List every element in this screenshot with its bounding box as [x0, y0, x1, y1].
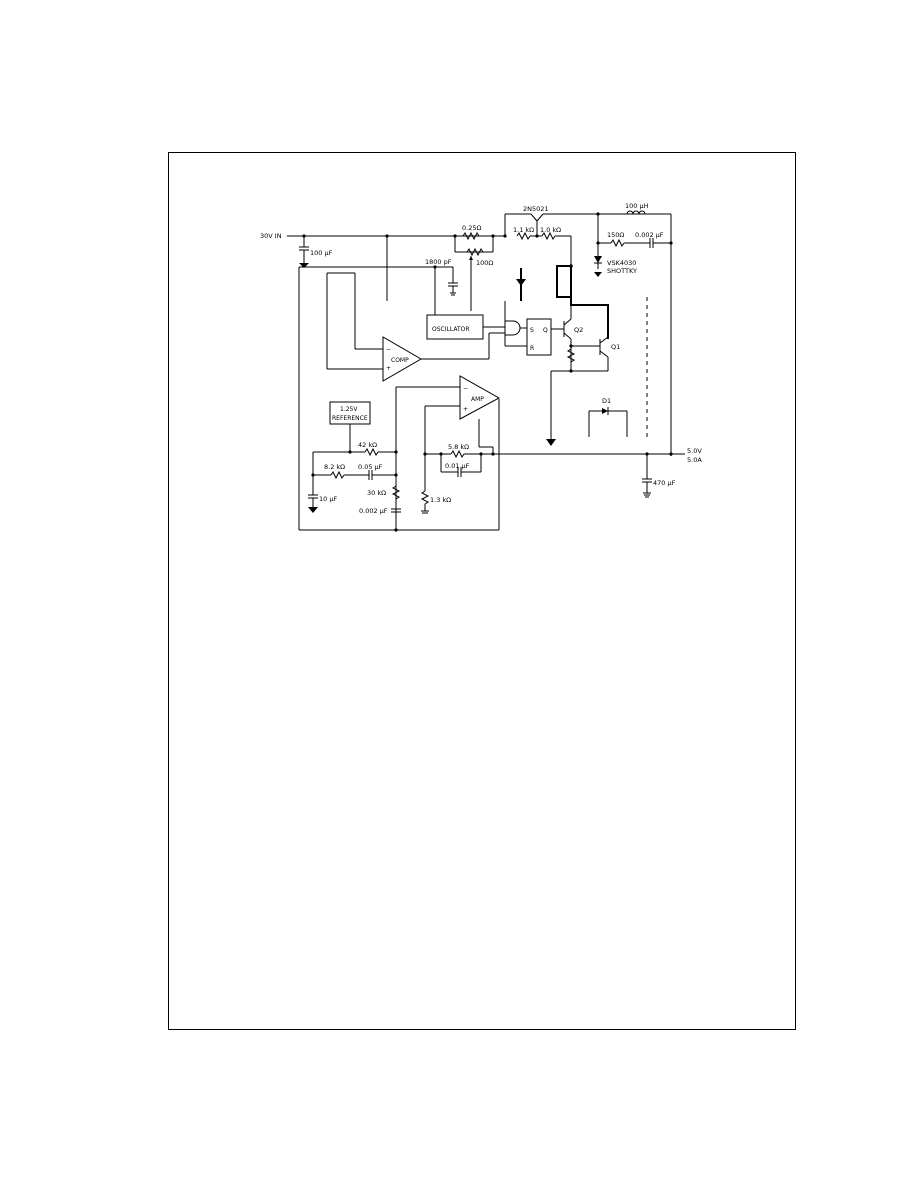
compensation-network: 8.2 kΩ 0.05 µF 30 kΩ 0.002 µF: [313, 452, 401, 532]
reference-divider: 42 kΩ: [311, 441, 398, 495]
c-comp2-label: 0.002 µF: [359, 507, 388, 515]
inductor: 100 µH: [625, 202, 672, 456]
r-ref-label: 42 kΩ: [358, 441, 377, 449]
q1-label: Q1: [611, 343, 620, 351]
r-snub-label: 150Ω: [607, 231, 624, 239]
input-rail: 30V IN: [260, 232, 507, 240]
c-in-label: 100 µF: [310, 249, 333, 257]
vout-label-2: 5.0A: [687, 456, 702, 464]
d1-diode: D1: [588, 397, 628, 437]
c-fb-label: 0.01 µF: [445, 462, 470, 470]
top-transistor: 2N5021 1.1 kΩ 1.0 kΩ: [504, 205, 671, 266]
amplifier-label: AMP: [471, 396, 484, 403]
c-osc-label: 1800 pF: [425, 258, 452, 266]
ref-line1: 1.25V: [340, 406, 358, 413]
ref-line2: REFERENCE: [332, 415, 368, 422]
svg-text:+: +: [386, 365, 391, 372]
ff-q-label: Q: [543, 327, 548, 334]
figure-frame: 30V IN 100 µF 0.25Ω 100Ω 1800 pF: [168, 152, 796, 1030]
r-base2-label: 1.0 kΩ: [540, 226, 561, 234]
svg-text:+: +: [463, 406, 468, 413]
oscillator-block: OSCILLATOR: [426, 314, 505, 340]
and-gate: [488, 320, 527, 355]
output-section: 470 µF 5.0V 5.0A: [642, 447, 702, 498]
c-ref-label: 10 µF: [319, 495, 337, 503]
comparator-label: COMP: [391, 357, 409, 364]
diode-note-label: SHOTTKY: [607, 267, 637, 275]
r-osc-label: 100Ω: [476, 259, 493, 267]
c-out-label: 470 µF: [653, 479, 676, 487]
r-fb1-label: 5.8 kΩ: [448, 443, 469, 451]
sense-resistor: 0.25Ω 100Ω: [454, 224, 494, 311]
r-comp1-label: 8.2 kΩ: [324, 463, 345, 471]
t-top-label: 2N5021: [523, 205, 549, 213]
q2-transistor: Q2: [563, 305, 600, 373]
r-sense-label: 0.25Ω: [462, 224, 481, 232]
ff-s-label: S: [530, 327, 534, 334]
vin-label: 30V IN: [260, 232, 282, 240]
d1-label: D1: [602, 397, 611, 405]
power-path: [516, 264, 609, 339]
diode-label: VSK4030: [607, 259, 636, 267]
svg-text:−: −: [463, 385, 468, 392]
q1-transistor: Q1: [551, 336, 620, 372]
reference-block: 1.25V REFERENCE: [329, 401, 371, 452]
ff-r-label: R: [530, 345, 534, 352]
comparator: COMP − +: [326, 272, 490, 382]
flip-flop: S Q R: [504, 301, 564, 356]
input-capacitor: 100 µF: [299, 236, 333, 268]
inductor-label: 100 µH: [625, 202, 649, 210]
reference-capacitor: 10 µF: [308, 494, 337, 513]
oscillator-label: OSCILLATOR: [432, 326, 470, 333]
r-fb2-label: 1.3 kΩ: [430, 496, 451, 504]
circuit-schematic: 30V IN 100 µF 0.25Ω 100Ω 1800 pF: [260, 202, 702, 532]
svg-text:−: −: [386, 346, 391, 353]
r-comp2-label: 30 kΩ: [367, 489, 386, 497]
q2-label: Q2: [574, 326, 583, 334]
snubber: 150Ω 0.002 µF: [596, 214, 673, 269]
c-comp1-label: 0.05 µF: [358, 463, 383, 471]
vout-label-1: 5.0V: [687, 447, 702, 455]
r-base1-label: 1.1 kΩ: [513, 226, 534, 234]
c-snub-label: 0.002 µF: [635, 231, 664, 239]
amplifier: AMP − +: [395, 375, 501, 454]
schottky-diode: VSK4030 SHOTTKY: [594, 256, 637, 277]
feedback-network: 5.8 kΩ 0.01 µF 1.3 kΩ: [420, 443, 671, 514]
